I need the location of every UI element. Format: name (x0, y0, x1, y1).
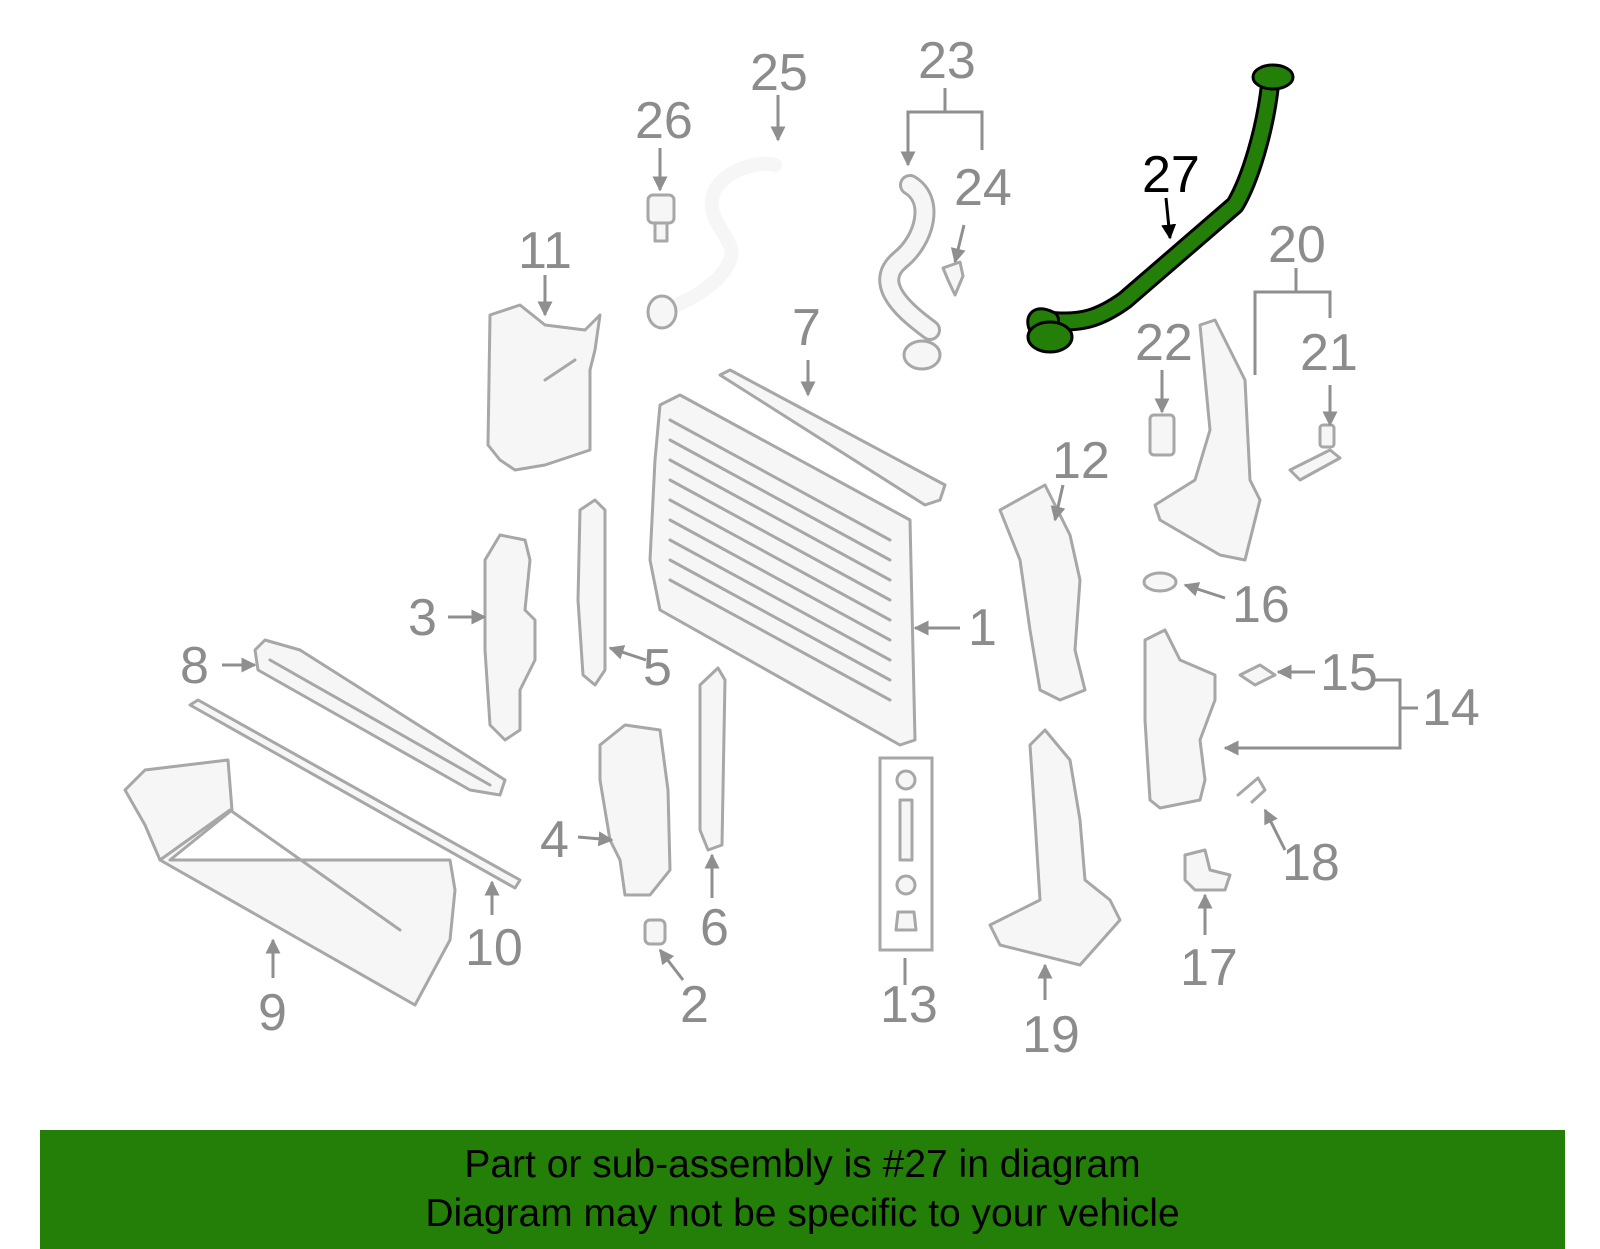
callout-19[interactable]: 19 (1022, 1006, 1080, 1064)
callout-14[interactable]: 14 (1422, 679, 1480, 737)
leader-lines (222, 88, 1418, 1000)
callout-labels: 1 2 3 4 5 6 7 8 9 10 11 12 13 14 15 16 1… (180, 32, 1480, 1064)
part-24-connector[interactable] (941, 260, 965, 297)
part-25-hose[interactable] (646, 156, 782, 330)
part-21-sensor[interactable] (1288, 423, 1342, 482)
callout-7[interactable]: 7 (792, 299, 821, 357)
part-6-seal[interactable] (698, 666, 727, 852)
part-23-hose[interactable] (878, 174, 942, 371)
callout-12[interactable]: 12 (1052, 432, 1110, 490)
callout-23[interactable]: 23 (918, 32, 976, 90)
part-15-clip[interactable] (1238, 663, 1277, 687)
callout-18[interactable]: 18 (1282, 834, 1340, 892)
part-16-cap[interactable] (1142, 571, 1178, 593)
callout-5[interactable]: 5 (643, 639, 672, 697)
info-banner: Part or sub-assembly is #27 in diagram D… (40, 1130, 1565, 1249)
part-5-seal[interactable] (576, 498, 607, 687)
part-9-air-duct[interactable] (123, 758, 457, 1007)
part-4-lower-bracket[interactable] (598, 723, 672, 897)
banner-line-2: Diagram may not be specific to your vehi… (425, 1192, 1180, 1235)
callout-16[interactable]: 16 (1232, 576, 1290, 634)
part-8-bracket[interactable] (253, 638, 507, 797)
part-22-bump-stop[interactable] (1148, 413, 1176, 457)
part-26-sensor[interactable] (646, 193, 676, 243)
callout-1[interactable]: 1 (968, 599, 997, 657)
callout-27[interactable]: 27 (1142, 146, 1200, 204)
part-11-deflector[interactable] (486, 303, 602, 472)
part-10-seal-strip[interactable] (188, 698, 522, 890)
callout-2[interactable]: 2 (680, 976, 709, 1034)
callout-22[interactable]: 22 (1135, 314, 1193, 372)
part-27-hose[interactable] (1026, 63, 1295, 354)
callout-9[interactable]: 9 (258, 984, 287, 1042)
callout-17[interactable]: 17 (1180, 939, 1238, 997)
part-18-clip[interactable] (1236, 776, 1267, 804)
callout-26[interactable]: 26 (635, 92, 693, 150)
part-13-drain-kit[interactable] (878, 756, 934, 952)
callout-24[interactable]: 24 (954, 159, 1012, 217)
part-20-bracket[interactable] (1153, 318, 1262, 562)
callout-11[interactable]: 11 (518, 222, 572, 280)
callout-6[interactable]: 6 (700, 899, 729, 957)
callout-10[interactable]: 10 (465, 919, 523, 977)
part-19-deflector[interactable] (988, 728, 1122, 967)
part-3-side-bracket[interactable] (483, 533, 537, 742)
callout-25[interactable]: 25 (750, 44, 808, 102)
part-12-deflector[interactable] (998, 483, 1087, 702)
callout-20[interactable]: 20 (1268, 216, 1326, 274)
callout-15[interactable]: 15 (1320, 644, 1378, 702)
callout-13[interactable]: 13 (880, 976, 938, 1034)
part-17-bracket[interactable] (1183, 848, 1232, 892)
part-7-seal-strip[interactable] (718, 368, 947, 507)
callout-8[interactable]: 8 (180, 637, 209, 695)
banner-line-1: Part or sub-assembly is #27 in diagram (464, 1143, 1141, 1186)
part-14-expansion-tank[interactable] (1143, 628, 1217, 810)
callout-4[interactable]: 4 (540, 811, 569, 869)
part-2-mount[interactable] (643, 918, 667, 946)
callout-21[interactable]: 21 (1300, 324, 1358, 382)
callout-3[interactable]: 3 (408, 589, 437, 647)
part-1-radiator[interactable] (648, 393, 917, 747)
